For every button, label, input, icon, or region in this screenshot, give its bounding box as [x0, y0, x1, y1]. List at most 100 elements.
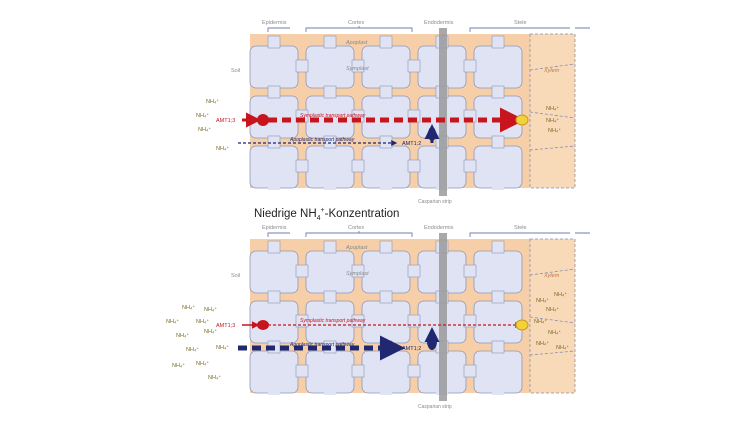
- xylem-wall: [529, 111, 576, 119]
- plasmodesma: [491, 240, 505, 254]
- plasmodesma: [463, 264, 477, 278]
- plasmodesma: [491, 85, 505, 99]
- plasmodesma: [267, 240, 281, 254]
- root-cell: [249, 350, 299, 394]
- cortex-label: Cortex: [348, 20, 364, 26]
- heading-suffix: -Konzentration: [324, 207, 400, 220]
- apoplastic-pathway-label: Apoplastic transport pathway: [289, 137, 355, 143]
- root-cell: [361, 45, 411, 89]
- nh4-soil-ion: NH₄⁺: [172, 362, 185, 369]
- apoplastic-pathway-label: Apoplastic transport pathway: [289, 342, 355, 348]
- plasmodesma: [379, 240, 393, 254]
- plasmodesma: [380, 391, 392, 395]
- nh4-soil-ion: NH₄⁺: [196, 112, 209, 119]
- apoplast-label: Apoplast: [345, 245, 368, 251]
- root-cell: [361, 95, 411, 139]
- plasmodesma: [463, 314, 477, 328]
- plasmodesma: [379, 35, 393, 49]
- plasmodesma: [351, 159, 365, 173]
- plasmodesma: [463, 59, 477, 73]
- casparian-strip: [439, 233, 447, 401]
- nh4-soil-ion: NH₄⁺: [208, 374, 221, 381]
- cortex-label: Cortex: [348, 225, 364, 231]
- plasmodesma: [491, 290, 505, 304]
- root-cell: [361, 300, 411, 344]
- nh4-xylem-ion: NH₄⁺: [546, 306, 559, 313]
- stele-brace: [469, 27, 590, 32]
- nh4-soil-ion: NH₄⁺: [182, 304, 195, 311]
- root-cell: [249, 250, 299, 294]
- casparian-strip-label: Casparian strip: [418, 199, 452, 205]
- root-cell: [305, 350, 355, 394]
- nh4-soil-ion: NH₄⁺: [176, 332, 189, 339]
- root-cell: [361, 250, 411, 294]
- nh4-soil-ion: NH₄⁺: [198, 126, 211, 133]
- plasmodesma: [351, 314, 365, 328]
- stele-label: Stele: [514, 20, 527, 26]
- plasmodesma: [323, 35, 337, 49]
- nh4-xylem-ion: NH₄⁺: [536, 340, 549, 347]
- amt13-label: AMT1;3: [216, 118, 235, 124]
- xylem-wall: [529, 268, 576, 276]
- root-cell: [361, 145, 411, 189]
- xylem-region: [529, 238, 576, 394]
- nh4-xylem-ion: NH₄⁺: [548, 329, 561, 336]
- soil-label: Soil: [231, 273, 240, 279]
- nh4-xylem-ion: NH₄⁺: [554, 291, 567, 298]
- plasmodesma: [324, 186, 336, 190]
- plasmodesma: [295, 159, 309, 173]
- root-cell: [249, 45, 299, 89]
- xylem-region: [529, 33, 576, 189]
- plasmodesma: [295, 59, 309, 73]
- plasmodesma: [380, 186, 392, 190]
- plasmodesma: [323, 290, 337, 304]
- plasmodesma: [379, 85, 393, 99]
- nh4-xylem-ion: NH₄⁺: [536, 297, 549, 304]
- soil-label: Soil: [231, 68, 240, 74]
- plasmodesma: [463, 159, 477, 173]
- plasmodesma: [407, 364, 421, 378]
- amt12-transporter: [428, 127, 436, 141]
- plasmodesma: [407, 159, 421, 173]
- plasmodesma: [351, 59, 365, 73]
- symplastic-pathway-label: Symplastic transport pathway: [300, 113, 366, 119]
- plasmodesma: [492, 186, 504, 190]
- heading-superscript: +: [320, 207, 325, 214]
- xylem-label: Xylem: [543, 68, 560, 74]
- plasmodesma: [492, 391, 504, 395]
- symplastic-pathway-label: Symplastic transport pathway: [300, 318, 366, 324]
- nh4-soil-ion: NH₄⁺: [206, 98, 219, 105]
- nh4-soil-ion: NH₄⁺: [216, 145, 229, 152]
- apoplast-label: Apoplast: [345, 40, 368, 46]
- root-cell: [473, 145, 523, 189]
- xylem-wall: [529, 63, 576, 71]
- plasmodesma: [268, 186, 280, 190]
- plasmodesma: [295, 264, 309, 278]
- amt13-transporter: [257, 114, 269, 126]
- xylem-loader: [515, 319, 529, 331]
- heading-prefix: Niedrige NH: [254, 207, 317, 220]
- plasmodesma: [407, 314, 421, 328]
- endodermis-label: Endodermis: [424, 20, 454, 26]
- amt13-transporter: [257, 320, 269, 330]
- epidermis-label: Epidermis: [262, 225, 287, 231]
- plasmodesma: [351, 364, 365, 378]
- plasmodesma: [295, 364, 309, 378]
- root-cell: [473, 45, 523, 89]
- plasmodesma: [267, 135, 281, 149]
- cortex-brace: [267, 26, 413, 32]
- root-cell: [249, 95, 299, 139]
- plasmodesma: [491, 35, 505, 49]
- low-concentration-heading: Niedrige NH4+-Konzentration: [254, 207, 399, 222]
- amt12-label: AMT1;2: [402, 346, 421, 352]
- root-cell: [473, 95, 523, 139]
- plasmodesma: [379, 290, 393, 304]
- plasmodesma: [323, 85, 337, 99]
- plasmodesma: [268, 391, 280, 395]
- nh4-soil-ion: NH₄⁺: [186, 346, 199, 353]
- plasmodesma: [407, 264, 421, 278]
- nh4-xylem-ion: NH₄⁺: [546, 105, 559, 112]
